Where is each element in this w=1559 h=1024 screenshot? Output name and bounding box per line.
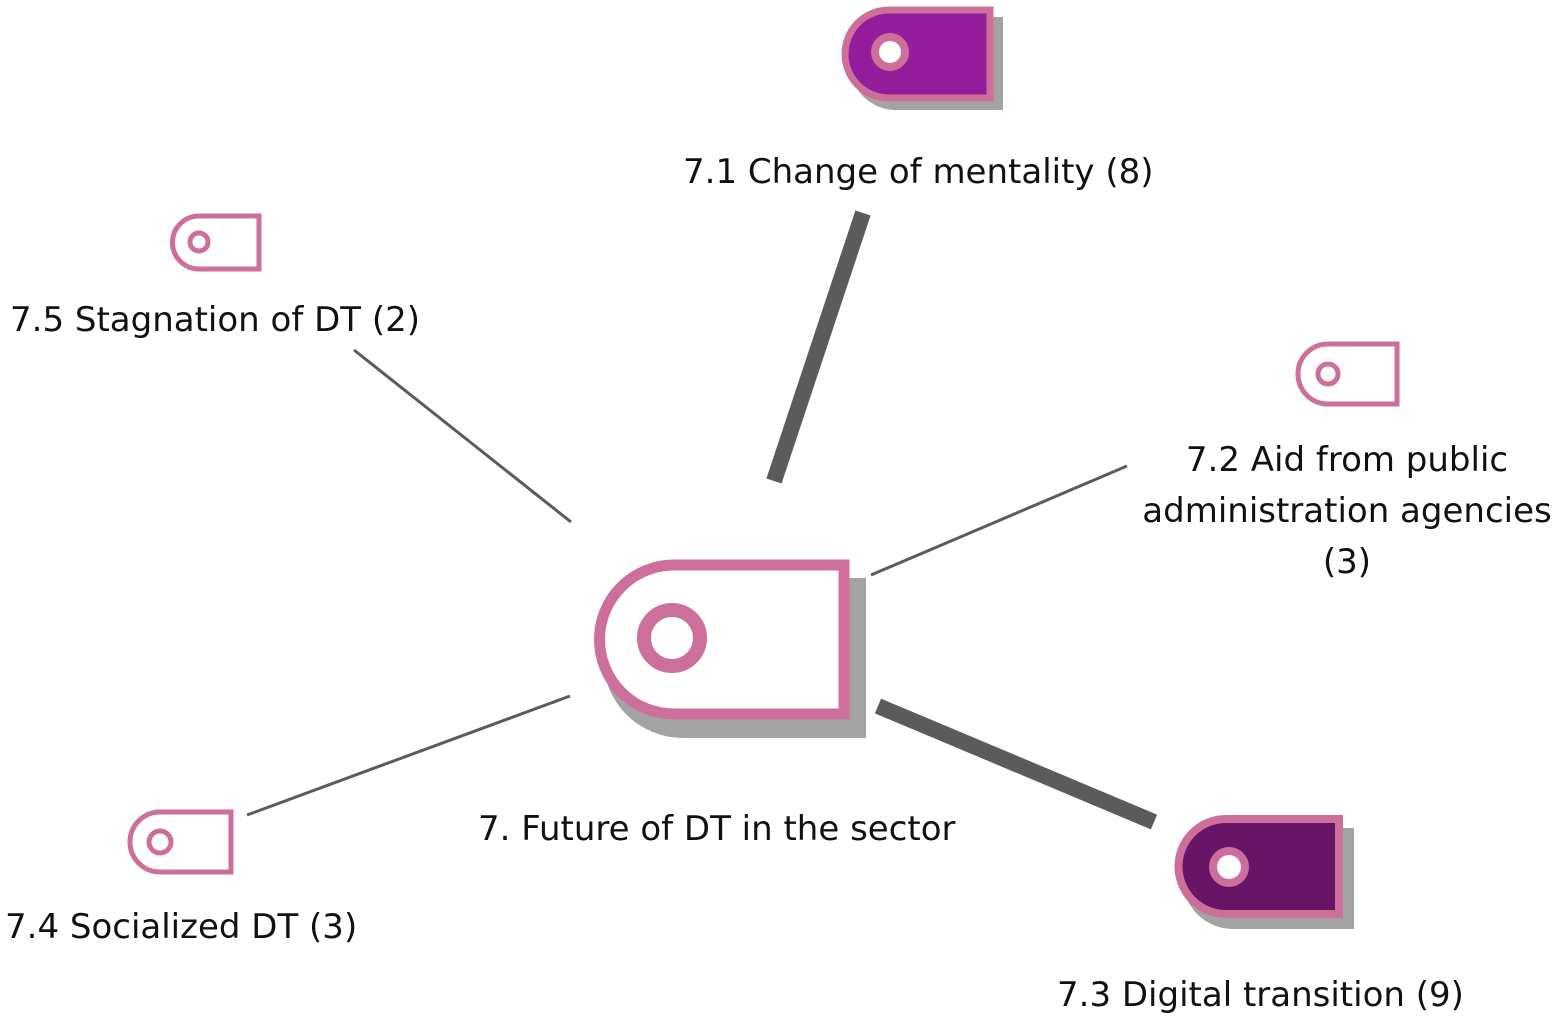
node-7-2-label-line-2: administration agencies	[1142, 491, 1552, 531]
node-7-3-label: 7.3 Digital transition (9)	[1057, 975, 1464, 1015]
edge-root-7-4	[246, 694, 571, 817]
node-7-1-label: 7.1 Change of mentality (8)	[683, 152, 1154, 192]
node-7-4-tag-shape	[127, 809, 234, 875]
node-7-3-hole	[1209, 847, 1249, 887]
edge-root-7-3	[874, 698, 1158, 830]
node-7-5-hole	[187, 230, 211, 254]
edge-root-7-5	[353, 348, 572, 524]
node-7-4-hole	[146, 828, 174, 856]
edge-root-7-1	[766, 210, 871, 484]
node-7-2-label-line-3: (3)	[1322, 542, 1372, 582]
edge-root-7-2	[870, 464, 1128, 577]
root-node-label: 7. Future of DT in the sector	[478, 809, 956, 849]
node-7-4-tag-icon	[127, 809, 234, 875]
node-7-2-hole	[1315, 361, 1341, 387]
node-7-2-tag-icon	[1295, 341, 1400, 407]
root-node-hole	[637, 603, 707, 673]
node-7-3-tag-icon	[1174, 815, 1354, 929]
root-node-tag-shape	[594, 559, 850, 720]
node-7-5-label: 7.5 Stagnation of DT (2)	[10, 300, 421, 340]
node-7-5-tag-shape	[170, 213, 262, 272]
node-7-4-label: 7.4 Socialized DT (3)	[5, 907, 358, 947]
node-7-1-tag-shape	[841, 6, 994, 102]
node-7-3-tag-shape	[1174, 815, 1343, 918]
node-7-5-tag-icon	[170, 213, 262, 272]
node-7-2-tag-shape	[1295, 341, 1400, 407]
root-node-tag-icon	[594, 559, 866, 738]
node-7-2-label: 7.2 Aid from public administration agenc…	[1142, 435, 1551, 588]
node-7-1-hole	[871, 33, 909, 71]
node-7-2-label-line-1: 7.2 Aid from public	[1185, 440, 1509, 480]
node-7-1-tag-icon	[841, 6, 1003, 110]
